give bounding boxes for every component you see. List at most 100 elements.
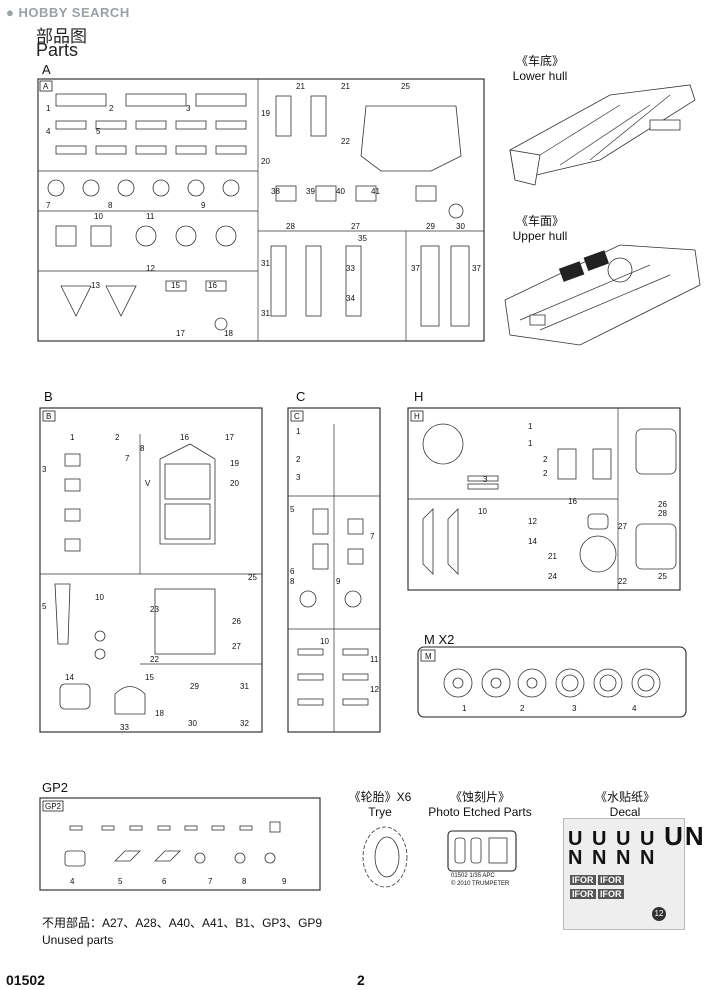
svg-text:18: 18 <box>155 709 164 718</box>
svg-text:8: 8 <box>242 877 247 886</box>
upper-hull-drawing <box>504 244 701 346</box>
svg-text:30: 30 <box>456 222 465 231</box>
svg-text:15: 15 <box>145 673 154 682</box>
svg-text:41: 41 <box>371 187 380 196</box>
svg-text:19: 19 <box>230 459 239 468</box>
pe-code: 01502 1/35 APC <box>451 873 495 879</box>
decal-sheet: U U U U UN N N N N IFOR IFOR IFOR IFOR 1… <box>563 818 704 930</box>
svg-text:1: 1 <box>462 704 467 713</box>
svg-text:1: 1 <box>70 433 75 442</box>
svg-text:31: 31 <box>240 682 249 691</box>
svg-text:11: 11 <box>146 212 155 221</box>
svg-text:31: 31 <box>261 309 270 318</box>
svg-text:21: 21 <box>548 552 557 561</box>
svg-text:10: 10 <box>94 212 103 221</box>
svg-text:26: 26 <box>232 617 241 626</box>
unused-parts-en: Unused parts <box>42 933 114 947</box>
svg-text:15: 15 <box>171 281 180 290</box>
svg-text:19: 19 <box>261 109 270 118</box>
tire-drawing <box>362 826 408 888</box>
svg-text:8: 8 <box>290 577 295 586</box>
svg-text:22: 22 <box>150 655 159 664</box>
svg-text:9: 9 <box>282 877 287 886</box>
svg-text:26: 26 <box>658 500 667 509</box>
svg-text:20: 20 <box>230 479 239 488</box>
svg-text:5: 5 <box>118 877 123 886</box>
sprue-label-m: M X2 <box>424 632 455 647</box>
svg-text:GP2: GP2 <box>45 802 62 811</box>
svg-text:C: C <box>294 412 300 421</box>
svg-text:27: 27 <box>232 642 241 651</box>
kit-code: 01502 <box>6 972 45 988</box>
svg-text:7: 7 <box>125 454 130 463</box>
svg-text:M: M <box>425 652 432 661</box>
svg-text:32: 32 <box>240 719 249 728</box>
svg-text:34: 34 <box>346 294 355 303</box>
svg-text:31: 31 <box>261 259 270 268</box>
svg-text:21: 21 <box>341 82 350 91</box>
svg-text:V: V <box>145 479 151 488</box>
svg-text:24: 24 <box>548 572 557 581</box>
svg-text:16: 16 <box>180 433 189 442</box>
svg-text:12: 12 <box>146 264 155 273</box>
svg-text:10: 10 <box>320 637 329 646</box>
svg-text:25: 25 <box>401 82 410 91</box>
svg-text:6: 6 <box>162 877 167 886</box>
svg-text:14: 14 <box>65 673 74 682</box>
svg-text:37: 37 <box>411 264 420 273</box>
svg-text:17: 17 <box>176 329 185 338</box>
svg-text:1: 1 <box>528 422 533 431</box>
svg-text:39: 39 <box>306 187 315 196</box>
upper-hull-caption: 《车面》 Upper hull <box>512 214 568 243</box>
page-title-zh: 部品图 <box>36 27 87 46</box>
svg-text:8: 8 <box>140 444 145 453</box>
svg-text:12: 12 <box>528 517 537 526</box>
svg-text:38: 38 <box>271 187 280 196</box>
svg-text:33: 33 <box>120 723 129 732</box>
pe-copyright: © 2010 TRUMPETER <box>451 881 510 887</box>
svg-text:3: 3 <box>572 704 577 713</box>
sprue-label-b: B <box>44 389 53 404</box>
page-number: 2 <box>357 972 365 988</box>
svg-text:5: 5 <box>290 505 295 514</box>
sprue-label-a: A <box>42 62 51 77</box>
svg-text:7: 7 <box>370 532 375 541</box>
decal-row-u: U U U U UN <box>568 821 706 851</box>
svg-text:7: 7 <box>46 201 51 210</box>
sprue-label-gp2: GP2 <box>42 780 69 795</box>
lower-hull-drawing <box>509 84 696 186</box>
svg-text:8: 8 <box>108 201 113 210</box>
svg-text:4: 4 <box>70 877 75 886</box>
svg-text:A: A <box>43 82 49 91</box>
pe-caption: 《蚀刻片》 Photo Etched Parts <box>428 790 532 819</box>
lower-hull-caption: 《车底》 Lower hull <box>512 54 568 83</box>
svg-text:3: 3 <box>42 465 47 474</box>
svg-text:21: 21 <box>296 82 305 91</box>
svg-text:1: 1 <box>528 439 533 448</box>
svg-text:20: 20 <box>261 157 270 166</box>
svg-text:2: 2 <box>115 433 120 442</box>
svg-text:14: 14 <box>528 537 537 546</box>
svg-text:9: 9 <box>336 577 341 586</box>
svg-text:6: 6 <box>290 567 295 576</box>
svg-text:37: 37 <box>472 264 481 273</box>
svg-text:10: 10 <box>478 507 487 516</box>
svg-text:H: H <box>414 412 420 421</box>
svg-text:23: 23 <box>150 605 159 614</box>
svg-text:16: 16 <box>208 281 217 290</box>
svg-text:28: 28 <box>286 222 295 231</box>
decal-ifor-2: IFOR IFOR <box>570 889 624 899</box>
watermark: ● HOBBY SEARCH <box>6 5 130 20</box>
svg-text:2: 2 <box>296 455 301 464</box>
watermark-logo-icon: ● <box>6 5 15 20</box>
svg-text:29: 29 <box>190 682 199 691</box>
svg-text:1: 1 <box>296 427 301 436</box>
decal-ifor: IFOR IFOR <box>570 875 624 885</box>
sprue-label-h: H <box>414 389 424 404</box>
svg-text:1: 1 <box>46 104 51 113</box>
svg-text:25: 25 <box>248 573 257 582</box>
svg-text:12: 12 <box>370 685 379 694</box>
svg-text:2: 2 <box>543 455 548 464</box>
